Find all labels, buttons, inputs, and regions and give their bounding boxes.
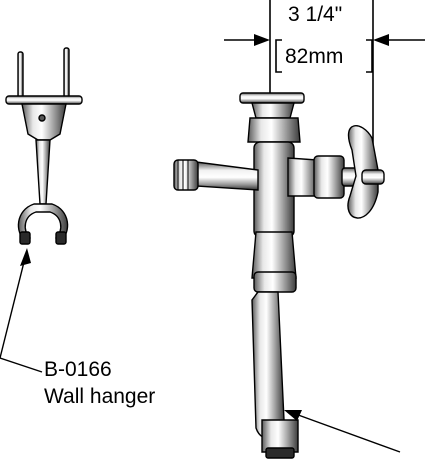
faucet-side-arm [195,161,259,191]
metric-bracket-right [366,39,373,73]
hanger-screw [38,114,46,122]
faucet-valve-bonnet [313,155,345,199]
dimension-arrow-right [373,34,389,46]
faucet-hex-nut [247,117,301,143]
callout-part-number: B-0166 [44,358,112,381]
spout-callout-leader [289,411,401,453]
hose-connector-threads [177,160,189,190]
hanger-callout-leader [0,253,43,373]
hanger-flange [5,95,83,105]
callout-description: Wall hanger [44,385,156,408]
dimension-imperial: 3 1/4" [288,3,343,26]
hanger-hook-tip-right [55,231,67,245]
spout-callout-arrowhead [284,410,302,421]
faucet-spout-nozzle [265,447,295,459]
faucet-illustration [173,92,385,459]
hanger-body [21,103,67,141]
faucet-top-flange [239,92,305,104]
faucet-swivel-nut [253,271,297,293]
faucet-spout [251,291,285,440]
metric-bracket-left [275,39,282,73]
faucet-hose-connector [173,159,199,191]
hanger-stem [35,139,51,205]
hanger-prong-right [63,47,70,103]
faucet-handle-cap [361,169,385,185]
faucet-spout-tip [261,419,299,453]
faucet-lower-body [251,231,297,279]
hanger-prong-left [17,51,24,103]
hanger-hook-tip-left [19,231,31,245]
faucet-top-cap [251,102,295,119]
hanger-callout-arrowhead [20,248,31,266]
dimension-metric: 82mm [285,45,344,68]
dimension-arrow-left [254,34,270,46]
wall-hanger-illustration [5,47,83,245]
